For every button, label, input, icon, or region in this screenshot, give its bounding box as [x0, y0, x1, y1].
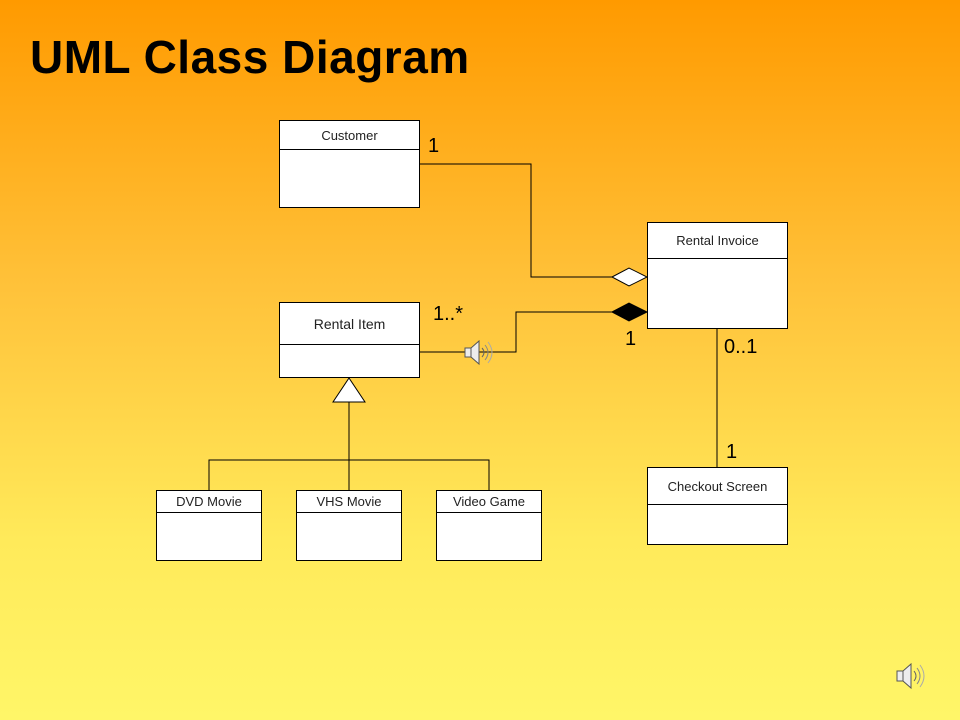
class-name: DVD Movie [157, 491, 261, 513]
class-vhs-movie[interactable]: VHS Movie [296, 490, 402, 561]
class-rental-invoice[interactable]: Rental Invoice [647, 222, 788, 329]
class-name: VHS Movie [297, 491, 401, 513]
class-customer[interactable]: Customer [279, 120, 420, 208]
class-name: Checkout Screen [648, 468, 787, 505]
class-dvd-movie[interactable]: DVD Movie [156, 490, 262, 561]
class-rental-item[interactable]: Rental Item [279, 302, 420, 378]
aggregation-diamond [610, 267, 649, 287]
slide-title: UML Class Diagram [30, 31, 470, 83]
generalization-branches [208, 459, 490, 490]
multiplicity-checkout: 1 [726, 441, 738, 463]
class-checkout-screen[interactable]: Checkout Screen [647, 467, 788, 545]
multiplicity-customer: 1 [428, 135, 440, 157]
multiplicity-invoice-composition: 1 [625, 328, 637, 350]
multiplicity-rental-item: 1..* [433, 303, 464, 325]
class-name: Customer [280, 121, 419, 150]
composition-diamond [610, 302, 649, 322]
customer-invoice-association [419, 163, 612, 278]
multiplicity-invoice-checkout: 0..1 [724, 336, 758, 358]
class-name: Video Game [437, 491, 541, 513]
speaker-icon[interactable] [896, 662, 925, 690]
class-video-game[interactable]: Video Game [436, 490, 542, 561]
generalization-triangle [332, 377, 366, 403]
speaker-icon[interactable] [464, 339, 493, 366]
class-name: Rental Item [280, 303, 419, 345]
class-name: Rental Invoice [648, 223, 787, 259]
